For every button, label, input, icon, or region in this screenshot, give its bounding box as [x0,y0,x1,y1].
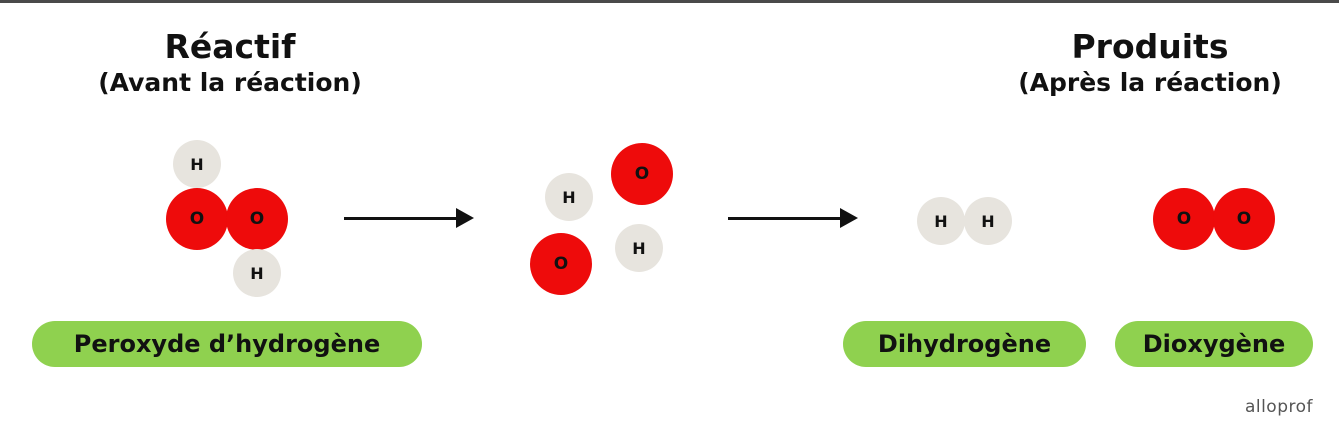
products-heading: Produits (Après la réaction) [990,28,1310,100]
reaction-arrow [344,208,474,228]
hydrogen-atom: H [545,173,593,221]
reactant-subtitle: (Avant la réaction) [98,68,362,97]
hydrogen-peroxide-label: Peroxyde d’hydrogène [32,321,422,367]
reaction-arrow [728,208,858,228]
hydrogen-atom: H [615,224,663,272]
oxygen-atom: O [611,143,673,205]
hydrogen-atom: H [173,140,221,188]
hydrogen-atom: H [917,197,965,245]
oxygen-atom: O [1153,188,1215,250]
hydrogen-atom: H [233,249,281,297]
reactant-title: Réactif [164,27,296,66]
oxygen-atom: O [166,188,228,250]
dioxygen-label: Dioxygène [1115,321,1313,367]
dihydrogen-label: Dihydrogène [843,321,1086,367]
top-border [0,0,1339,3]
reactant-heading: Réactif (Avant la réaction) [60,28,400,100]
oxygen-atom: O [226,188,288,250]
products-title: Produits [1071,27,1229,66]
hydrogen-atom: H [964,197,1012,245]
oxygen-atom: O [1213,188,1275,250]
oxygen-atom: O [530,233,592,295]
products-subtitle: (Après la réaction) [1018,68,1282,97]
alloprof-logo: alloprof [1244,397,1313,417]
